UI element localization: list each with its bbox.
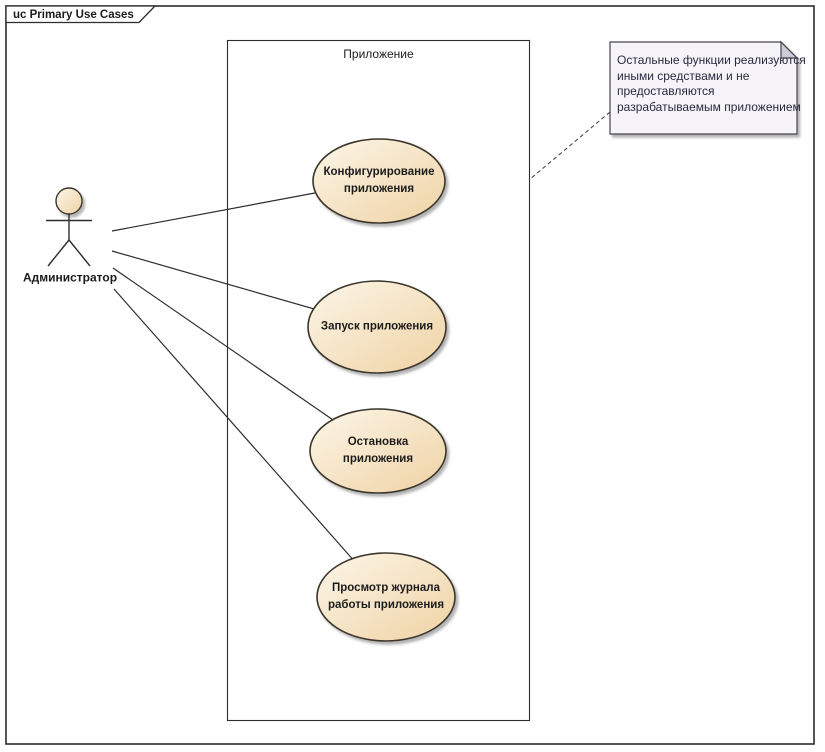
use-case-configure-ellipse[interactable] bbox=[312, 138, 446, 224]
use-case-start-ellipse[interactable] bbox=[307, 280, 447, 374]
association-view-log[interactable] bbox=[113, 288, 387, 598]
actor-right-leg bbox=[68, 239, 91, 267]
actor-left-leg bbox=[47, 239, 70, 267]
actor-head[interactable] bbox=[55, 187, 83, 215]
note-link-connector[interactable] bbox=[528, 111, 611, 181]
actor-figure[interactable] bbox=[46, 187, 92, 267]
use-case-stop-ellipse[interactable] bbox=[309, 408, 447, 494]
note-shape[interactable] bbox=[609, 40, 799, 135]
use-case-view-log-ellipse[interactable] bbox=[316, 552, 456, 642]
frame-tab[interactable] bbox=[5, 5, 157, 24]
note-fold-corner bbox=[780, 40, 799, 59]
